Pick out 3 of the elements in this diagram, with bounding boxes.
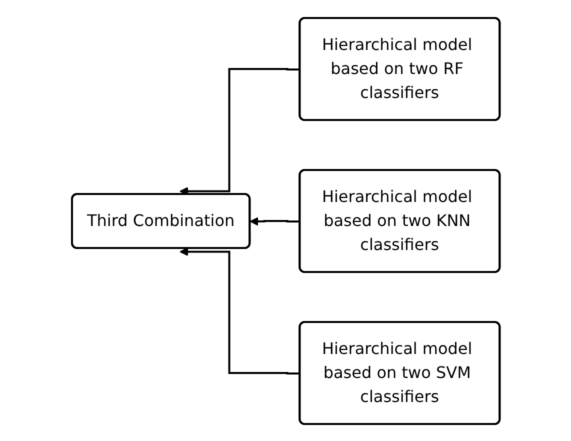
arrow <box>249 216 300 226</box>
arrow <box>179 246 300 374</box>
arrow <box>179 68 300 196</box>
